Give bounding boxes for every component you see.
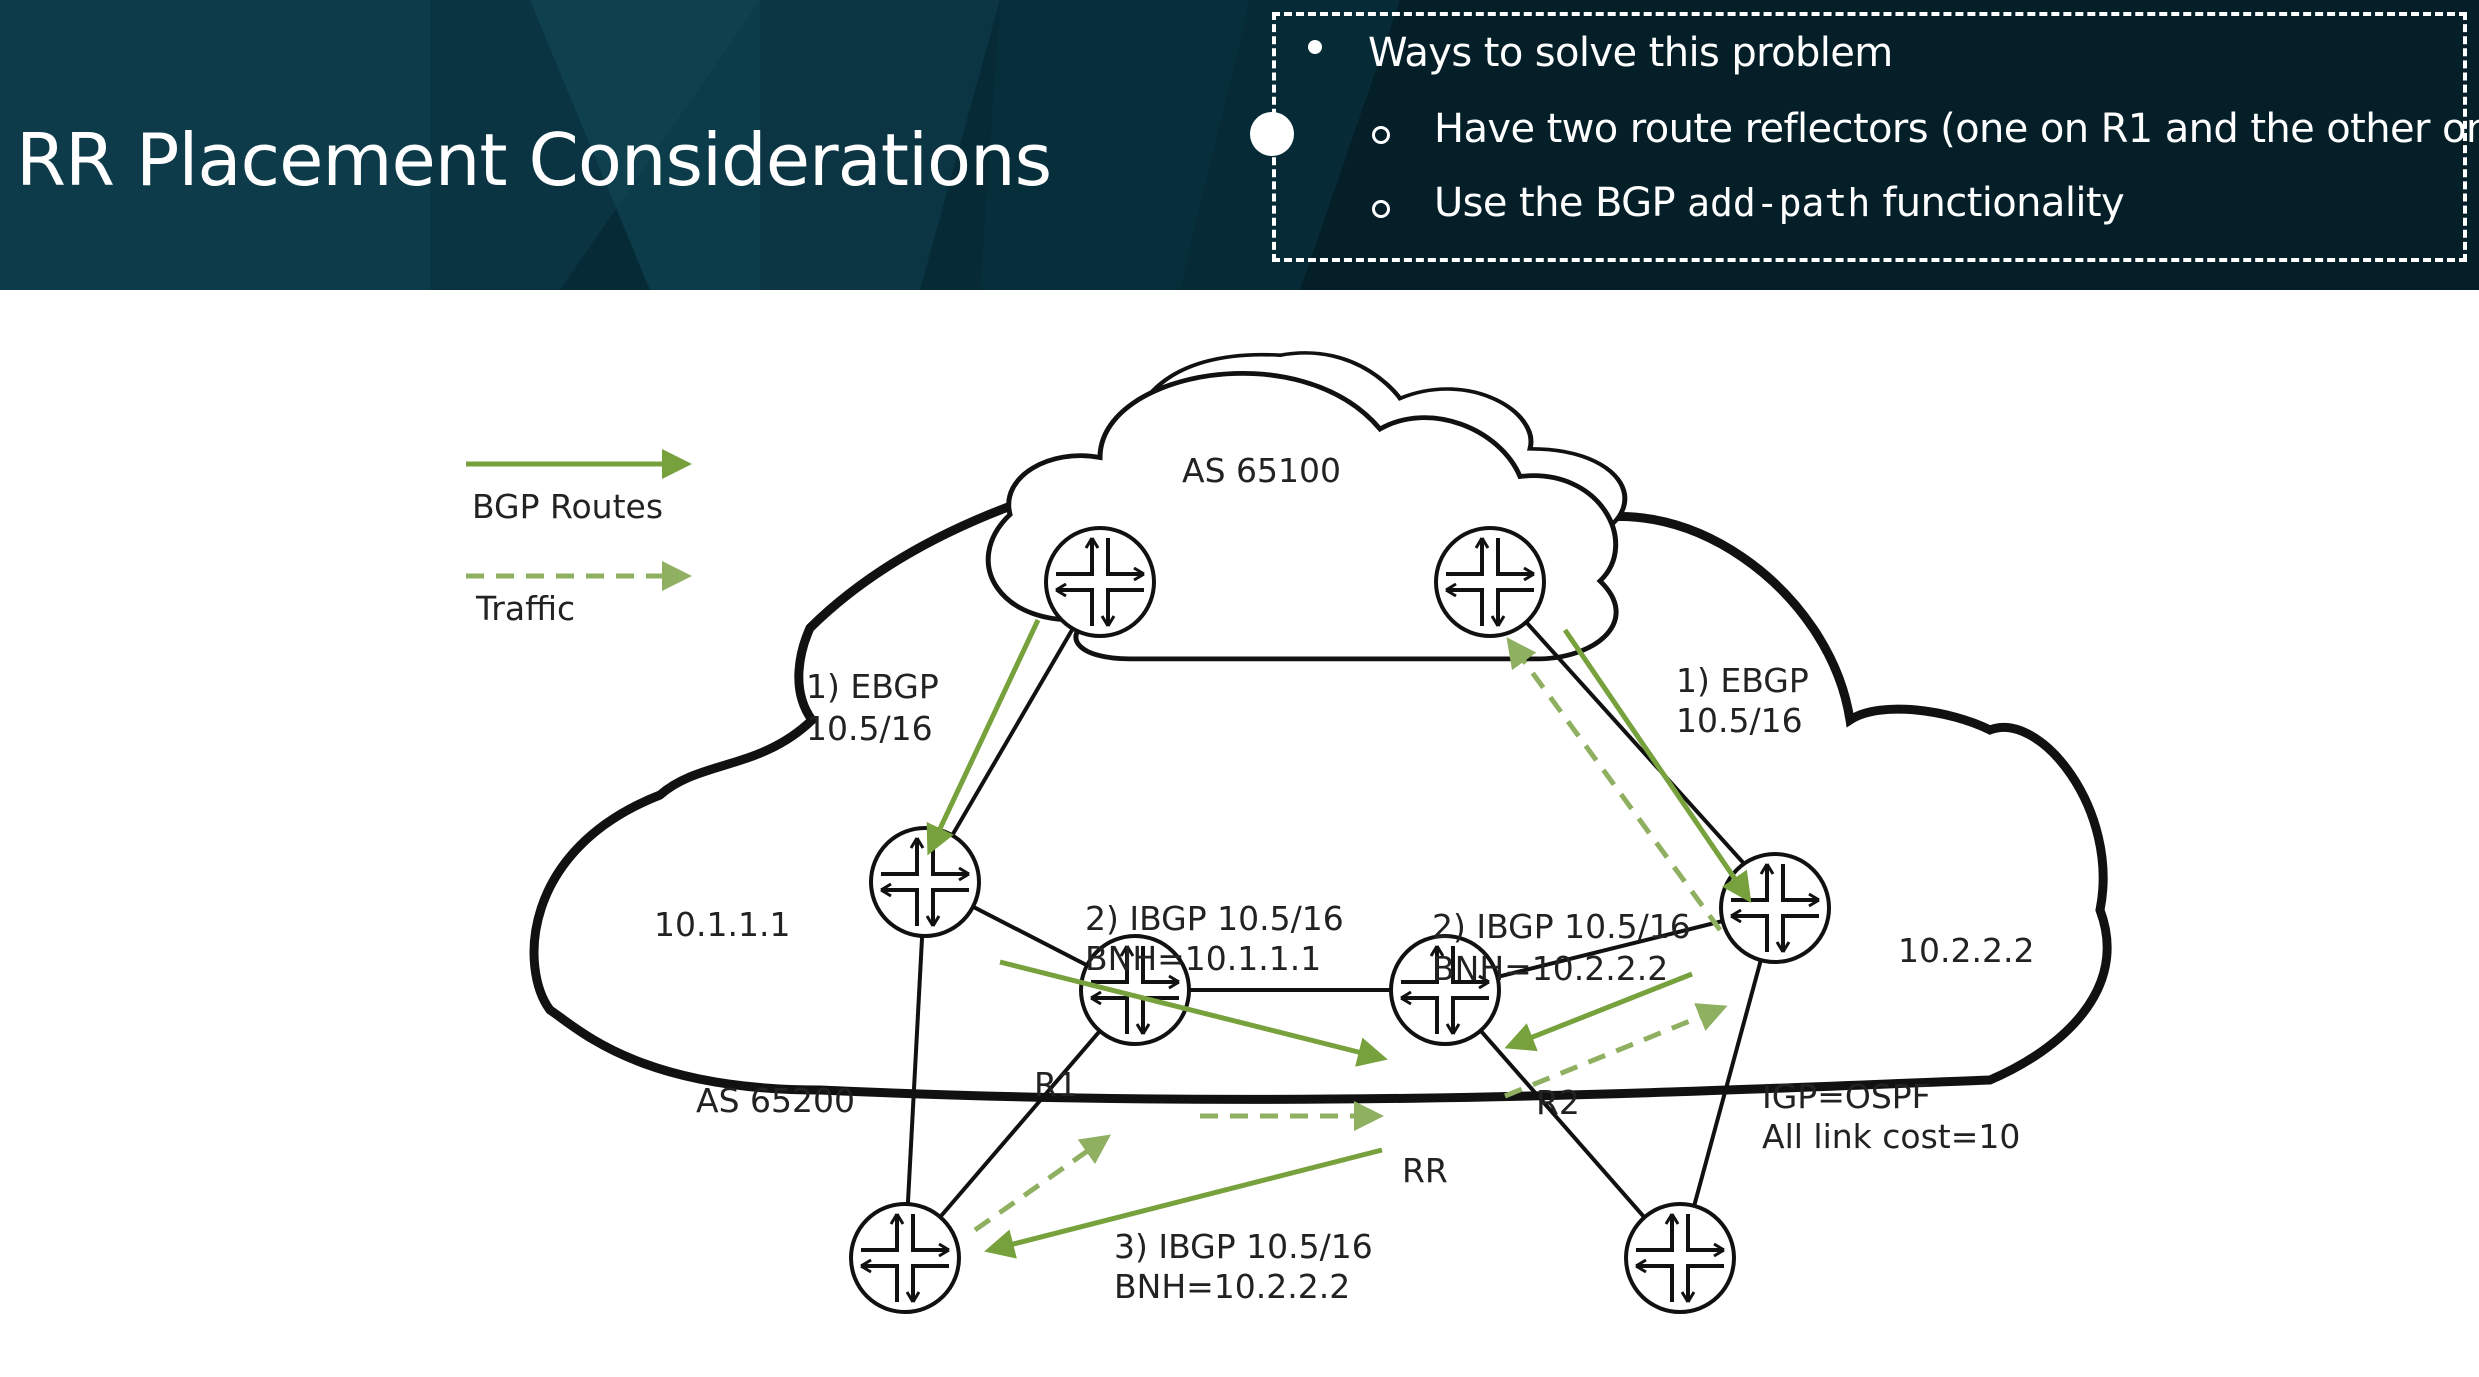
link-top-right (1488, 580, 1777, 900)
r2-label: R2 (1536, 1083, 1580, 1122)
address-right: 10.2.2.2 (1898, 931, 2034, 970)
bullet-dot (1308, 40, 1322, 54)
router-edge-left (869, 826, 981, 938)
router-bottom-left (849, 1202, 961, 1314)
header-background (0, 0, 2479, 290)
as-65200-label: AS 65200 (696, 1081, 855, 1120)
link-top-left (923, 580, 1102, 884)
ebgp-left-line2: 10.5/16 (806, 709, 933, 748)
network-diagram: BGP Routes Traffic (466, 351, 2112, 1314)
rr-label: RR (1402, 1151, 1448, 1190)
ibgp-bottom-line2: BNH=10.2.2.2 (1114, 1267, 1350, 1306)
header-banner: RR Placement Considerations Ways to solv… (0, 0, 2479, 290)
ebgp-left-line1: 1) EBGP (806, 667, 939, 706)
link-rr-edge-right (1444, 906, 1776, 992)
legend: BGP Routes Traffic (466, 449, 692, 628)
bullet-sub-2-suffix: functionality (1870, 180, 2125, 226)
arrow-ibgp-right (1504, 971, 1693, 1052)
ibgp-bottom-line1: 3) IBGP 10.5/16 (1114, 1227, 1373, 1266)
router-bottom-right (1624, 1202, 1736, 1314)
arrow-ibgp-bottom (984, 1147, 1383, 1259)
as-65100-label: AS 65100 (1182, 451, 1341, 490)
r1-label: R1 (1034, 1065, 1078, 1104)
ebgp-right-line2: 10.5/16 (1676, 701, 1803, 740)
legend-traffic-label: Traffic (475, 589, 575, 628)
bullet-sub-1: Have two route reflectors (one on R1 and… (1434, 106, 2479, 152)
router-edge-right (1719, 852, 1831, 964)
router-as65100-left (1044, 526, 1156, 638)
arrow-ebgp-left (926, 618, 1041, 856)
sub-bullet-circle (1372, 200, 1390, 218)
arrow-traffic-bottom-r1 (973, 1134, 1111, 1233)
link-rr-bottom-right (1443, 988, 1682, 1260)
ibgp-right-line2: BNH=10.2.2.2 (1432, 949, 1668, 988)
arrow-ibgp-left (999, 959, 1388, 1067)
ibgp-left-line2: BNH=10.1.1.1 (1085, 939, 1321, 978)
arrow-traffic-rr-edge (1504, 1003, 1728, 1099)
slide-title: RR Placement Considerations (16, 118, 1052, 202)
ebgp-right-line1: 1) EBGP (1676, 661, 1809, 700)
links (903, 580, 1777, 1260)
link-edge-right-bottom (1678, 907, 1777, 1259)
bullet-main: Ways to solve this problem (1368, 30, 1893, 76)
link-r1-bottom (903, 988, 1137, 1260)
bullet-sub-2-code: add-path (1687, 181, 1871, 225)
bullet-sub-2: Use the BGP add-path functionality (1434, 180, 2125, 226)
bullet-sub-2-prefix: Use the BGP (1434, 180, 1688, 226)
bullet-box (1272, 12, 2467, 262)
arrow-ebgp-right (1562, 628, 1752, 903)
ibgp-right-line1: 2) IBGP 10.5/16 (1432, 907, 1691, 946)
address-left: 10.1.1.1 (654, 905, 790, 944)
sub-bullet-circle (1372, 126, 1390, 144)
igp-line1: IGP=OSPF (1762, 1077, 1931, 1116)
legend-bgp-label: BGP Routes (472, 487, 663, 526)
router-as65100-right (1434, 526, 1546, 638)
ibgp-left-line1: 2) IBGP 10.5/16 (1085, 899, 1344, 938)
igp-line2: All link cost=10 (1762, 1117, 2020, 1156)
link-edge-left-bottom (903, 881, 927, 1259)
